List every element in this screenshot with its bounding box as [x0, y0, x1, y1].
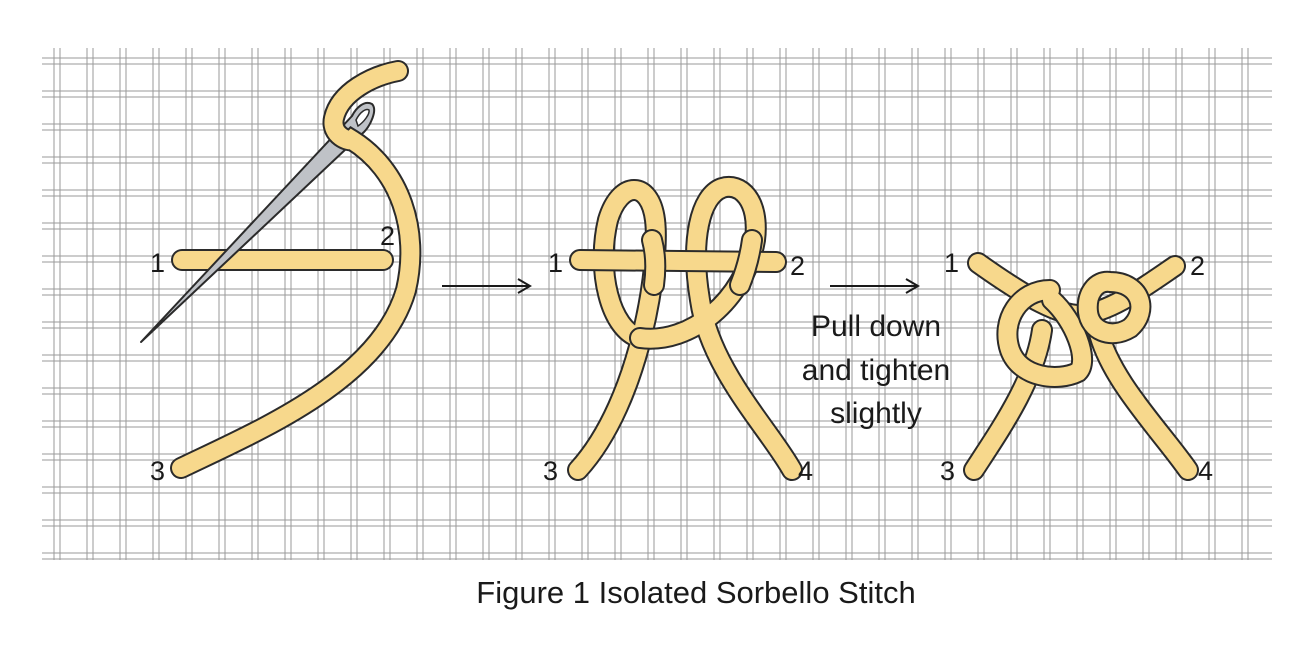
- instruction-line-1: Pull down: [811, 310, 941, 343]
- point-label-1: 1: [150, 248, 165, 278]
- loop-front: [641, 229, 763, 296]
- step-1-panel: 1 2 3: [140, 60, 422, 486]
- point-label-1: 1: [548, 248, 563, 278]
- point-label-1: 1: [944, 248, 959, 278]
- point-label-3: 3: [150, 456, 165, 486]
- knot-legs: [963, 319, 1199, 481]
- figure-caption: Figure 1 Isolated Sorbello Stitch: [476, 575, 915, 610]
- point-label-4: 4: [798, 456, 813, 486]
- point-label-3: 3: [543, 456, 558, 486]
- point-label-2: 2: [790, 251, 805, 281]
- step-3-panel: 1 2 3 4: [940, 248, 1213, 486]
- loop-back: [567, 175, 803, 481]
- working-thread: [170, 60, 422, 479]
- arrow-icon: [442, 278, 532, 294]
- step-2-panel: 1 2 3 4: [543, 175, 813, 486]
- point-label-2: 2: [380, 221, 395, 251]
- point-label-4: 4: [1198, 456, 1213, 486]
- instruction-line-2: and tighten: [802, 354, 950, 387]
- point-label-2: 2: [1190, 251, 1205, 281]
- instruction-line-3: slightly: [830, 397, 922, 430]
- needle-icon: [140, 102, 376, 343]
- point-label-3: 3: [940, 456, 955, 486]
- arrow-icon: [830, 278, 920, 294]
- knot-loops: [996, 270, 1152, 388]
